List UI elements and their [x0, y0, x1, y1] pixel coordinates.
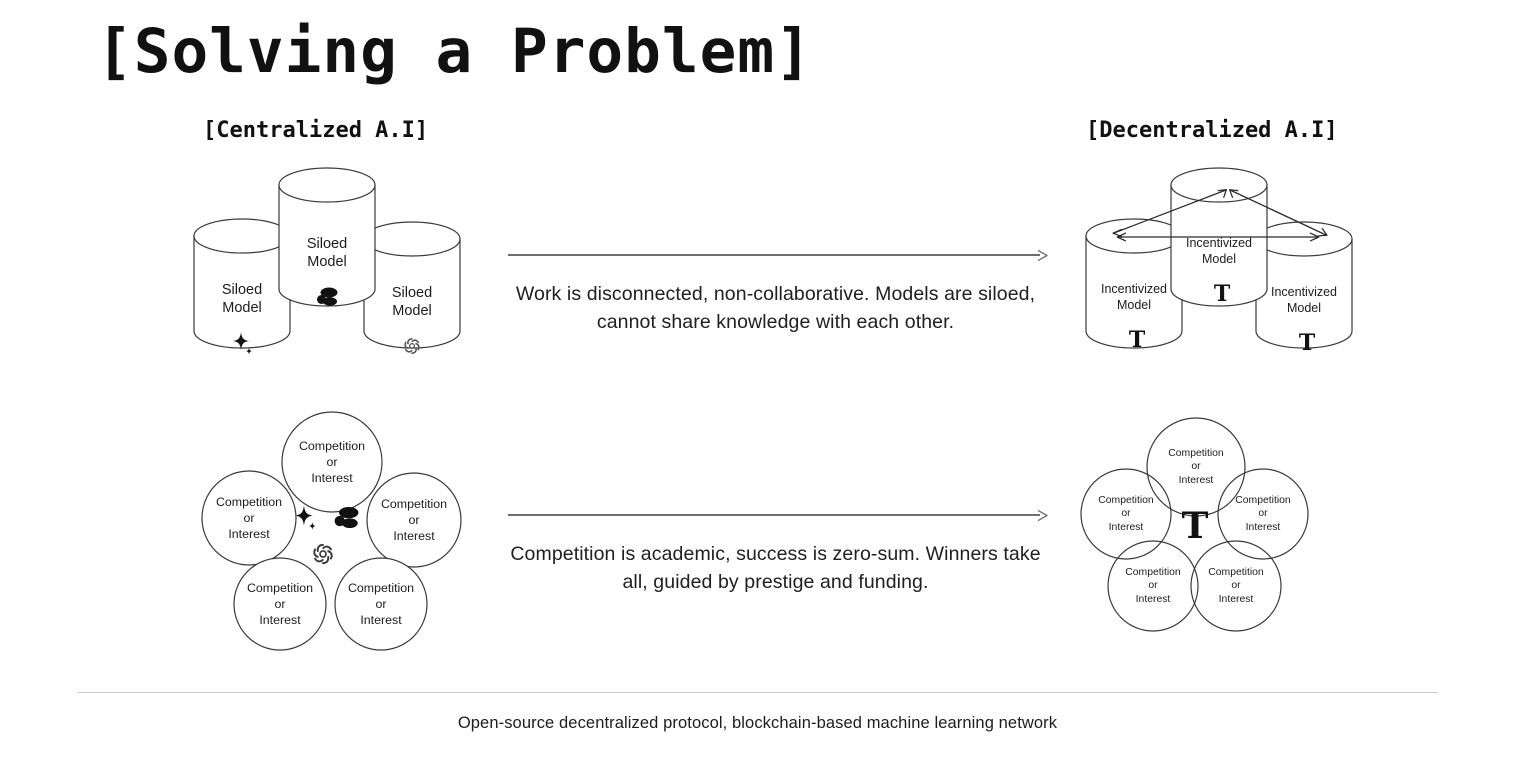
right-arrow-icon [1038, 509, 1048, 521]
arrow-shaft [508, 254, 1040, 256]
double-headed-arrow-icon [1112, 188, 1328, 242]
cylinders-connected-svg [1085, 167, 1353, 349]
top-row-arrow [503, 248, 1048, 262]
competition-cluster-centralized: Competition or Interest Competition or I… [196, 406, 486, 656]
arrow-shaft [508, 514, 1040, 516]
page-title: [Solving a Problem] [96, 16, 813, 87]
top-row-caption: Work is disconnected, non-collaborative.… [515, 283, 1036, 334]
column-title-centralized: [Centralized A.I] [203, 118, 429, 143]
incentivized-model-cylinder-group: Incentivized Model Incentivized Model In… [1078, 163, 1368, 363]
bottom-row-explanation: Competition is academic, success is zero… [503, 508, 1048, 597]
cylinders-svg [193, 167, 461, 349]
competition-cluster-decentralized: Competition or Interest Competition or I… [1079, 413, 1319, 641]
circles-svg [201, 411, 462, 651]
bottom-row-caption: Competition is academic, success is zero… [510, 543, 1041, 594]
siloed-model-cylinder-group: Siloed Model Siloed Model Siloed Model [186, 163, 476, 363]
column-title-decentralized: [Decentralized A.I] [1086, 118, 1338, 143]
top-row-explanation: Work is disconnected, non-collaborative.… [503, 248, 1048, 337]
footer-divider [78, 692, 1438, 693]
footer-text: Open-source decentralized protocol, bloc… [457, 714, 1058, 732]
bottom-row-arrow [503, 508, 1048, 522]
right-arrow-icon [1038, 249, 1048, 261]
circles-overlapping-svg [1080, 417, 1309, 632]
